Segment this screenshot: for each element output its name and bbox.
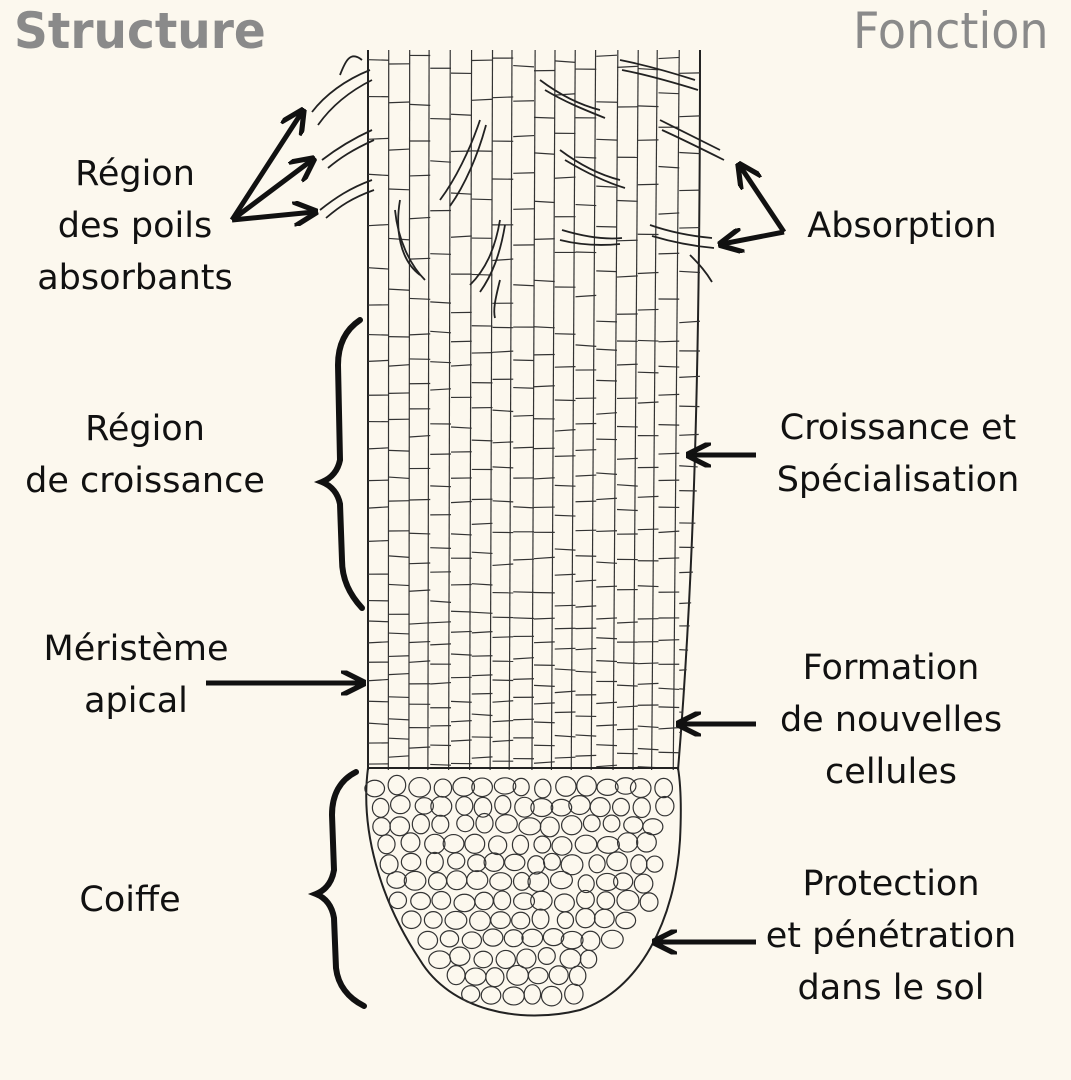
label-absorption: Absorption <box>807 206 997 246</box>
label-protection-penetration: Protection et pénétration dans le sol <box>765 864 1017 1008</box>
brace-coiffe <box>307 769 367 1009</box>
brace-croissance <box>313 317 365 611</box>
root-cap-cells <box>364 774 675 1007</box>
root-cap-outline <box>365 767 682 1017</box>
label-meristeme-apical: Méristème apical <box>43 629 229 721</box>
fonction-header: Fonction <box>853 2 1049 60</box>
label-coiffe: Coiffe <box>79 880 181 920</box>
absorption-arrows <box>722 166 787 244</box>
label-croissance-specialisation: Croissance et Spécialisation <box>776 408 1020 500</box>
root-cells <box>368 50 700 770</box>
root-hairs <box>311 55 725 319</box>
label-formation-cellules: Formation de nouvelles cellules <box>779 648 1003 792</box>
structure-header: Structure <box>14 2 266 60</box>
poils-arrows <box>229 112 314 220</box>
label-region-croissance: Région de croissance <box>25 409 265 501</box>
label-poils-absorbants: Région des poils absorbants <box>37 154 233 298</box>
root-illustration <box>311 49 725 1017</box>
